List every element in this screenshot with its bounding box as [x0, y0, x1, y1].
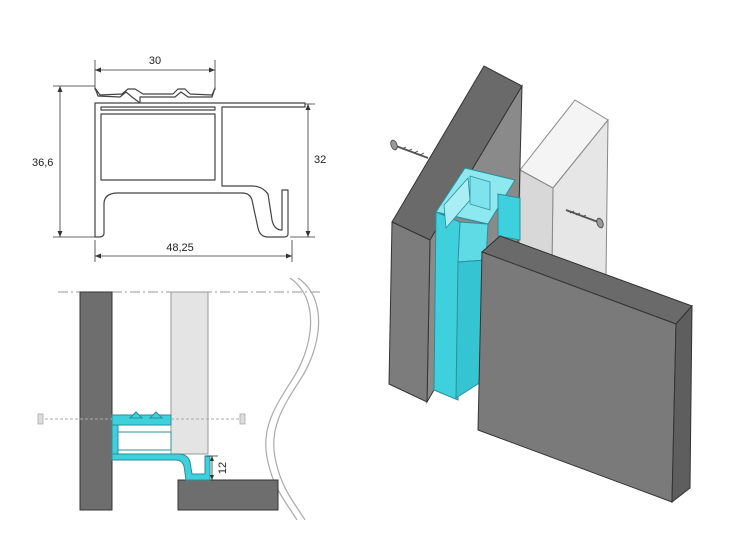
dim-bottom-width-label: 48,25	[166, 242, 194, 254]
panel-light-section	[170, 291, 209, 455]
dim-left-height-label: 36,6	[32, 157, 53, 169]
dim-gap: 12	[206, 455, 229, 480]
profile-cross-section: 30 36,6 32 48,25	[32, 55, 326, 262]
screw-icon	[390, 139, 429, 159]
profile-section-cyan	[111, 411, 211, 481]
section-detail: 12	[37, 277, 322, 521]
dim-bottom-width: 48,25	[94, 240, 293, 262]
aluminium-profile-outline	[94, 87, 306, 238]
profile-cyan-3d	[433, 167, 521, 401]
isometric-assembly	[388, 65, 693, 504]
dim-top-width: 30	[94, 55, 216, 90]
screw-icon	[171, 413, 246, 425]
dim-left-height: 36,6	[32, 85, 95, 238]
screw-icon	[37, 413, 112, 425]
dim-right-height-label: 32	[314, 154, 326, 166]
panel-bottom-section	[177, 479, 279, 511]
panel-left-section	[79, 291, 113, 511]
dim-top-width-label: 30	[149, 55, 161, 67]
panel-dark-front-3d	[477, 235, 693, 504]
dim-gap-label: 12	[217, 462, 229, 474]
break-line	[273, 277, 320, 521]
screw-icon	[565, 209, 604, 229]
dim-right-height: 32	[222, 103, 326, 238]
